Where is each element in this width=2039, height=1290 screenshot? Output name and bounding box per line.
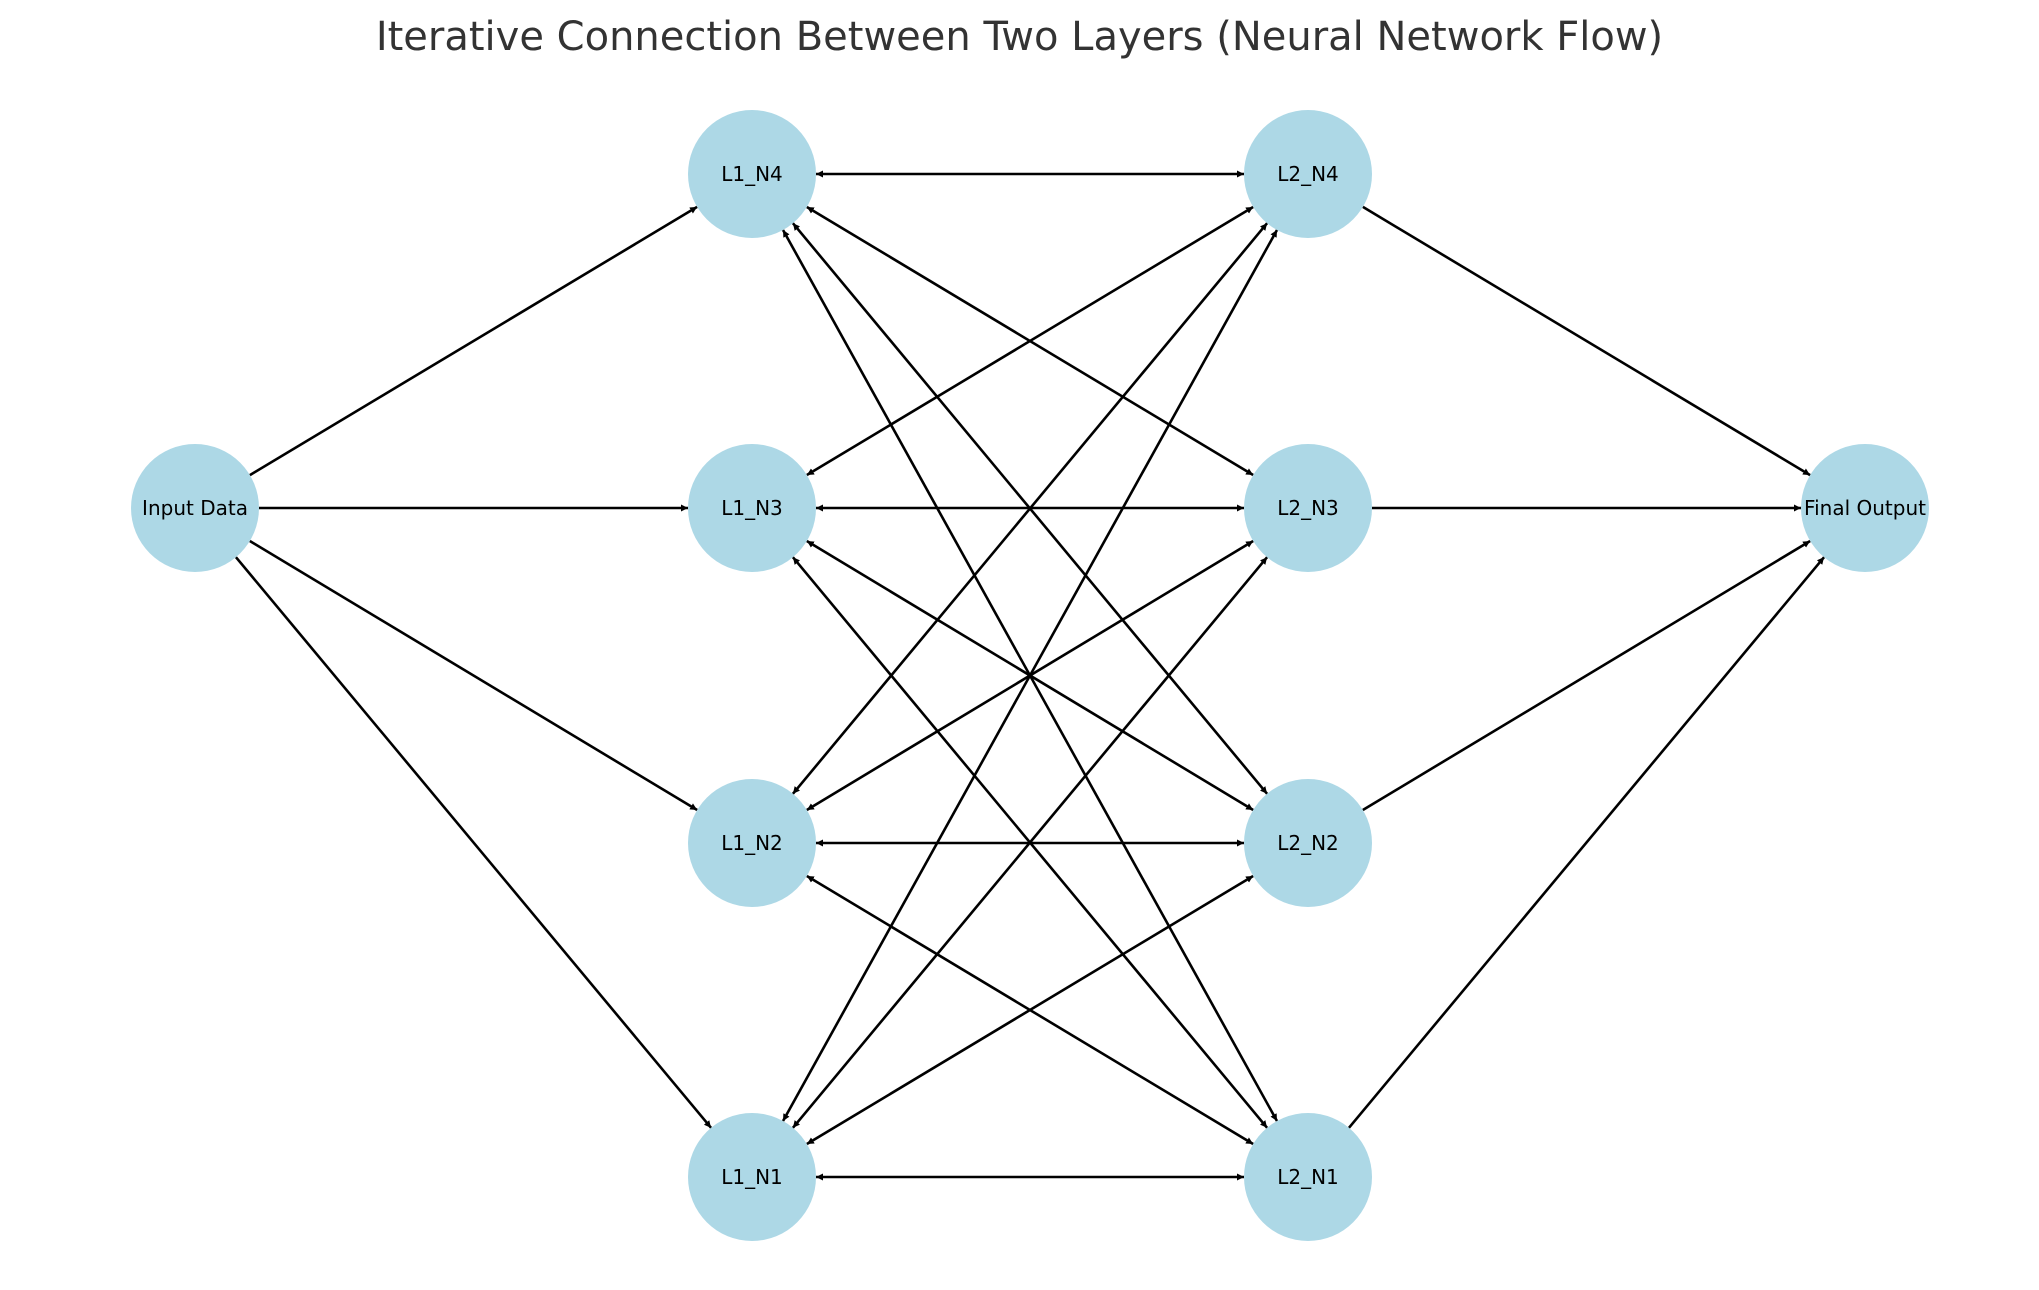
edge-L2_N1-output (1347, 556, 1826, 1129)
node-label-L2_N1: L2_N1 (1277, 1165, 1339, 1189)
node-label-L2_N3: L2_N3 (1277, 496, 1339, 520)
node-L2_N1: L2_N1 (1244, 1113, 1372, 1241)
node-label-L1_N2: L1_N2 (721, 831, 783, 855)
node-label-L2_N4: L2_N4 (1277, 162, 1339, 186)
node-label-L1_N1: L1_N1 (721, 1165, 783, 1189)
node-circle-L2_N2 (1244, 779, 1372, 907)
node-circle-L2_N4 (1244, 110, 1372, 238)
edges-layer (234, 170, 1826, 1181)
node-L1_N4: L1_N4 (688, 110, 816, 238)
edge-L1_N1-L2_N2 (806, 874, 1254, 1146)
edge-input-L1_N1 (234, 556, 713, 1129)
node-L1_N3: L1_N3 (688, 444, 816, 572)
node-circle-input (131, 444, 259, 572)
node-L2_N2: L2_N2 (1244, 779, 1372, 907)
edge-input-L1_N4 (249, 205, 698, 477)
node-label-L1_N3: L1_N3 (721, 496, 783, 520)
node-circle-L1_N4 (688, 110, 816, 238)
node-label-output: Final Output (1804, 496, 1926, 520)
node-circle-L1_N3 (688, 444, 816, 572)
node-circle-L2_N3 (1244, 444, 1372, 572)
diagram-title: Iterative Connection Between Two Layers … (375, 14, 1664, 60)
node-circle-L1_N2 (688, 779, 816, 907)
node-label-L2_N2: L2_N2 (1277, 831, 1339, 855)
edge-input-L1_N2 (249, 539, 698, 812)
edge-L2_N2-output (1362, 539, 1811, 812)
node-circle-output (1801, 444, 1929, 572)
node-label-L1_N4: L1_N4 (721, 162, 783, 186)
node-circle-L1_N1 (688, 1113, 816, 1241)
node-circle-L2_N1 (1244, 1113, 1372, 1241)
node-input: Input Data (131, 444, 259, 572)
node-L2_N3: L2_N3 (1244, 444, 1372, 572)
node-L1_N1: L1_N1 (688, 1113, 816, 1241)
node-output: Final Output (1801, 444, 1929, 572)
node-L1_N2: L1_N2 (688, 779, 816, 907)
node-L2_N4: L2_N4 (1244, 110, 1372, 238)
edge-L2_N4-output (1362, 205, 1811, 477)
node-label-input: Input Data (142, 496, 248, 520)
